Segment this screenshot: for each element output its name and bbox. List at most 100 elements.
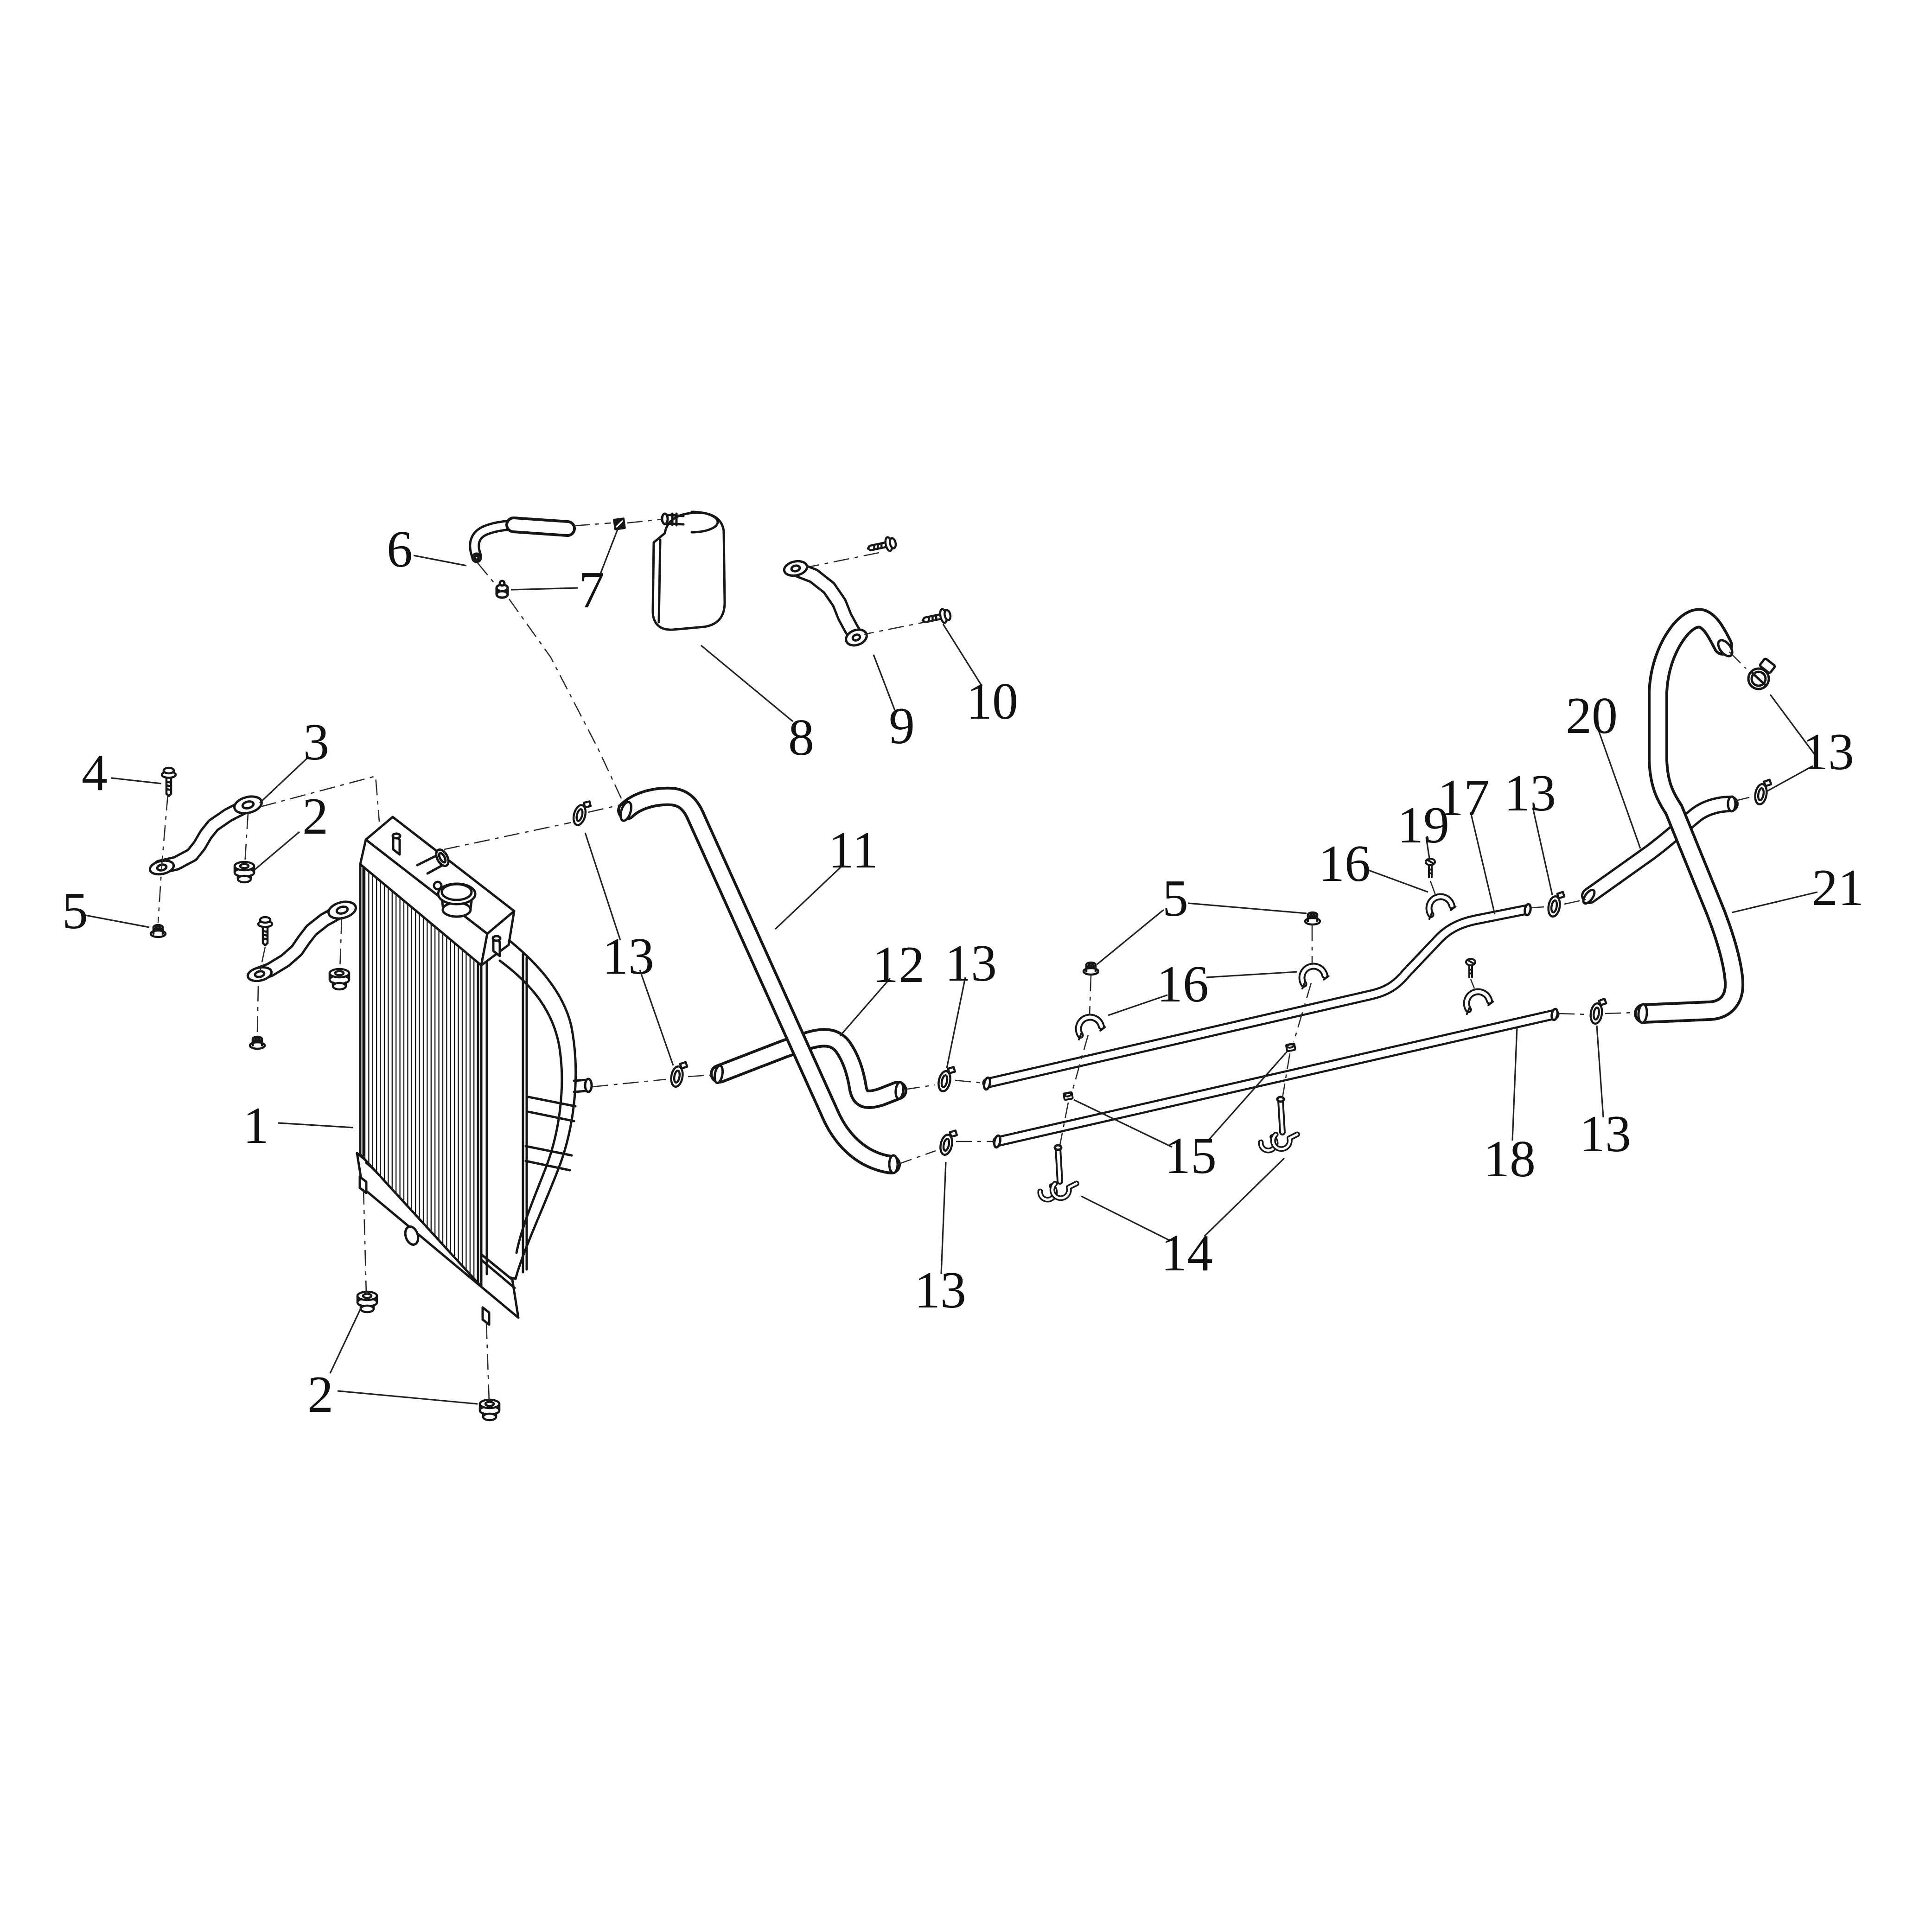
- centerline-9: [477, 562, 496, 585]
- hose-11: [617, 786, 901, 1174]
- callout-16-22: 16: [1157, 956, 1209, 1013]
- leader-line-13: [873, 654, 896, 711]
- centerline-18: [904, 1084, 935, 1090]
- leader-line-14: [942, 624, 983, 687]
- leader-line-2: [329, 1307, 362, 1374]
- centerline-2: [259, 946, 266, 971]
- pipe-17: [982, 903, 1532, 1091]
- overflow-bottle-8: [651, 510, 726, 631]
- centerline-34: [1429, 880, 1436, 895]
- callout-8-9: 8: [788, 709, 814, 766]
- leader-line-9: [413, 555, 467, 567]
- centerline-17: [688, 1074, 716, 1078]
- leader-line-19: [946, 977, 966, 1069]
- leader-line-27: [1073, 1099, 1173, 1148]
- leader-line-32: [1470, 812, 1496, 915]
- pipe-clamp-16: [1461, 988, 1494, 1014]
- leader-line-17: [584, 832, 621, 941]
- leader-line-33: [1511, 1026, 1518, 1141]
- callout-4-4: 4: [82, 744, 108, 802]
- centerline-28: [1089, 975, 1092, 1016]
- pipe-clamp-16: [1424, 893, 1457, 919]
- leader-line-1: [254, 831, 300, 871]
- centerline-29: [1071, 1034, 1089, 1093]
- leader-line-5: [111, 777, 162, 784]
- worm-clamp-13: [1747, 657, 1776, 690]
- leader-line-35: [1598, 730, 1641, 849]
- callout-17-24: 17: [1438, 769, 1490, 827]
- hose-12: [710, 1028, 907, 1109]
- frame-clip-14: [1260, 1096, 1299, 1152]
- vent-nipple: [433, 880, 443, 891]
- radiator-top-pin: [391, 832, 402, 856]
- leader-line-25: [1081, 1195, 1171, 1242]
- callout-16-23: 16: [1319, 835, 1371, 893]
- callout-13-16: 13: [914, 1262, 966, 1319]
- leader-line-29: [1206, 971, 1298, 978]
- hose-clip-7: [495, 580, 509, 599]
- leader-line-15: [774, 863, 845, 930]
- callout-19-26: 19: [1397, 797, 1449, 854]
- callout-1-0: 1: [243, 1097, 269, 1154]
- centerline-6: [485, 1323, 490, 1403]
- callout-15-21: 15: [1165, 1127, 1217, 1185]
- bracket-lower: [246, 900, 357, 982]
- core-fins: [364, 867, 475, 1279]
- callout-13-19: 13: [1579, 1105, 1631, 1163]
- centerline-23: [1564, 899, 1586, 905]
- centerline-1: [244, 813, 249, 865]
- centerline-5: [363, 1188, 367, 1295]
- leader-line-22: [1769, 694, 1817, 756]
- callout-21-28: 21: [1812, 859, 1864, 917]
- bolt-4: [162, 768, 176, 796]
- hose-21: [1634, 608, 1745, 1024]
- drain-plug: [404, 1225, 420, 1246]
- centerline-15: [864, 619, 934, 635]
- callout-5-5: 5: [62, 882, 88, 940]
- centerline-26: [1734, 796, 1753, 802]
- leader-line-20: [940, 1161, 947, 1275]
- leader-line-28: [1206, 1051, 1288, 1142]
- leader-line-23: [1767, 765, 1813, 792]
- centerline-4: [339, 918, 343, 971]
- leader-line-34: [1425, 837, 1431, 862]
- radiator: [356, 816, 593, 1326]
- leader-line-4: [259, 756, 310, 804]
- clamp-13: [572, 798, 592, 827]
- callout-9-10: 9: [889, 697, 915, 755]
- clamp-13: [937, 1065, 956, 1093]
- leader-line-12: [700, 644, 794, 722]
- pipe-clamp-16: [1073, 1013, 1106, 1039]
- leader-line-8: [1187, 902, 1307, 914]
- grommet-2: [480, 1400, 499, 1420]
- leader-line-26: [1204, 1157, 1285, 1237]
- parts-artwork: [148, 510, 1776, 1420]
- centerline-31: [1293, 982, 1312, 1043]
- radiator-top-pin: [491, 935, 502, 957]
- callout-6-7: 6: [387, 521, 413, 578]
- bolt-10: [867, 536, 897, 555]
- centerline-13: [626, 518, 663, 524]
- leader-line-3: [337, 1390, 478, 1405]
- centerline-35: [1470, 979, 1475, 989]
- grommet-2: [235, 862, 254, 882]
- radiator-core: [359, 863, 488, 1288]
- stud-15: [1064, 1092, 1073, 1100]
- leader-line-7: [1096, 909, 1165, 965]
- centerline-19: [955, 1079, 984, 1084]
- centerline-8: [587, 804, 621, 813]
- centerline-0: [157, 794, 169, 923]
- leader-line-0: [278, 1122, 354, 1129]
- leader-line-18: [639, 969, 674, 1066]
- radiator-cap: [433, 880, 477, 918]
- leader-line-31: [1365, 868, 1428, 893]
- leader-line-11: [510, 587, 578, 591]
- nut-5: [1084, 963, 1098, 975]
- bolt-5-lower: [258, 917, 272, 945]
- callout-13-15: 13: [945, 935, 997, 992]
- callout-14-20: 14: [1161, 1224, 1213, 1282]
- bolt-10: [921, 608, 952, 627]
- centerlines: [157, 518, 1753, 1403]
- callout-2-2: 2: [307, 1366, 333, 1423]
